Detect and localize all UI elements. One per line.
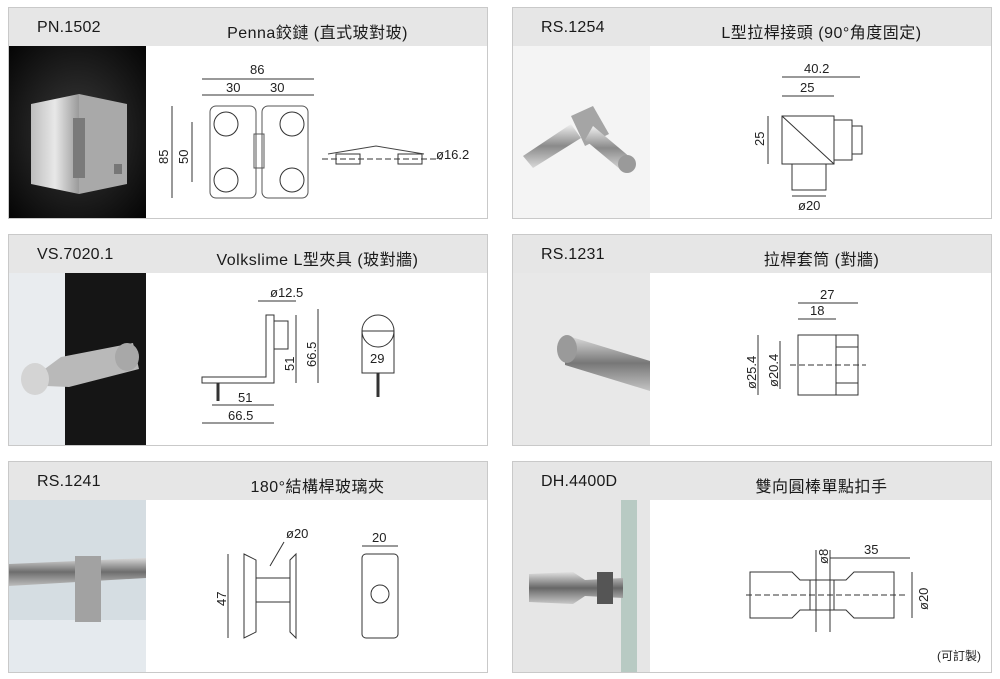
dim-length: 40.2	[804, 61, 829, 76]
technical-drawing: 40.2 25 25 ø20	[650, 46, 991, 218]
product-code: PN.1502	[37, 19, 101, 36]
product-card-rs1241: RS.1241 180°結構桿玻璃夾 ø20 47 20	[8, 461, 488, 673]
dim-diameter: ø20	[286, 526, 308, 541]
card-header: RS.1231 拉桿套筒 (對牆)	[513, 235, 991, 273]
product-card-dh4400d: DH.4400D 雙向圓棒單點扣手 ø8 35 ø20 (可訂製)	[512, 461, 992, 673]
product-photo	[9, 273, 146, 445]
dim-diameter: ø16.2	[436, 147, 469, 162]
product-card-vs7020: VS.7020.1 Volkslime L型夾具 (玻對牆) ø12.5 51 …	[8, 234, 488, 446]
product-name: Volkslime L型夾具 (玻對牆)	[216, 252, 419, 269]
dim-length: 27	[820, 287, 834, 302]
technical-drawing: ø20 47 20	[146, 500, 487, 672]
card-header: RS.1254 L型拉桿接頭 (90°角度固定)	[513, 8, 991, 46]
dim-outer-diameter: ø25.4	[744, 356, 759, 389]
dim-width-a: 51	[238, 390, 252, 405]
dim-offset: 25	[800, 80, 814, 95]
dim-thickness: 29	[370, 351, 384, 366]
dim-height-b: 66.5	[304, 342, 319, 367]
dim-diameter: ø20	[798, 198, 820, 213]
technical-drawing: 86 30 30 85 50 ø16.2	[146, 46, 487, 218]
dim-length: 35	[864, 542, 878, 557]
dim-glass-hole: ø8	[816, 549, 831, 564]
dim-height: 47	[214, 592, 229, 606]
product-code: RS.1254	[541, 19, 605, 36]
product-code: DH.4400D	[541, 473, 618, 490]
card-header: RS.1241 180°結構桿玻璃夾	[9, 462, 487, 500]
product-code: VS.7020.1	[37, 246, 114, 263]
dim-half-a: 30	[226, 80, 240, 95]
product-photo	[513, 46, 650, 218]
product-code: RS.1241	[37, 473, 101, 490]
card-header: DH.4400D 雙向圓棒單點扣手	[513, 462, 991, 500]
technical-drawing: 27 18 ø25.4 ø20.4	[650, 273, 991, 445]
product-name: 180°結構桿玻璃夾	[250, 479, 385, 496]
product-name: 拉桿套筒 (對牆)	[763, 252, 880, 269]
technical-drawing: ø8 35 ø20 (可訂製)	[650, 500, 991, 672]
product-name: Penna鉸鏈 (直式玻對玻)	[227, 25, 408, 42]
dim-inner-diameter: ø20.4	[766, 354, 781, 387]
product-card-rs1254: RS.1254 L型拉桿接頭 (90°角度固定) 40.2 25 25 ø20	[512, 7, 992, 219]
dim-width: 86	[250, 62, 264, 77]
dim-pitch: 50	[176, 150, 191, 164]
product-photo	[9, 500, 146, 672]
dim-height-a: 51	[282, 357, 297, 371]
dim-height: 25	[752, 132, 767, 146]
dim-width-b: 66.5	[228, 408, 253, 423]
custom-note: (可訂製)	[937, 649, 981, 663]
product-code: RS.1231	[541, 246, 605, 263]
product-card-pn1502: PN.1502 Penna鉸鏈 (直式玻對玻) 86 30 30 85 50	[8, 7, 488, 219]
product-card-rs1231: RS.1231 拉桿套筒 (對牆) 27 18 ø25.4 ø20.4	[512, 234, 992, 446]
dim-half-b: 30	[270, 80, 284, 95]
card-header: VS.7020.1 Volkslime L型夾具 (玻對牆)	[9, 235, 487, 273]
product-photo	[513, 500, 650, 672]
dim-diameter: ø20	[916, 588, 931, 610]
technical-drawing: ø12.5 51 66.5 29 51 66.5	[146, 273, 487, 445]
dim-width: 20	[372, 530, 386, 545]
dim-diameter: ø12.5	[270, 285, 303, 300]
product-name: 雙向圓棒單點扣手	[755, 479, 888, 496]
dim-height: 85	[156, 150, 171, 164]
product-photo	[513, 273, 650, 445]
dim-inner: 18	[810, 303, 824, 318]
product-name: L型拉桿接頭 (90°角度固定)	[721, 25, 922, 42]
product-photo	[9, 46, 146, 218]
card-header: PN.1502 Penna鉸鏈 (直式玻對玻)	[9, 8, 487, 46]
